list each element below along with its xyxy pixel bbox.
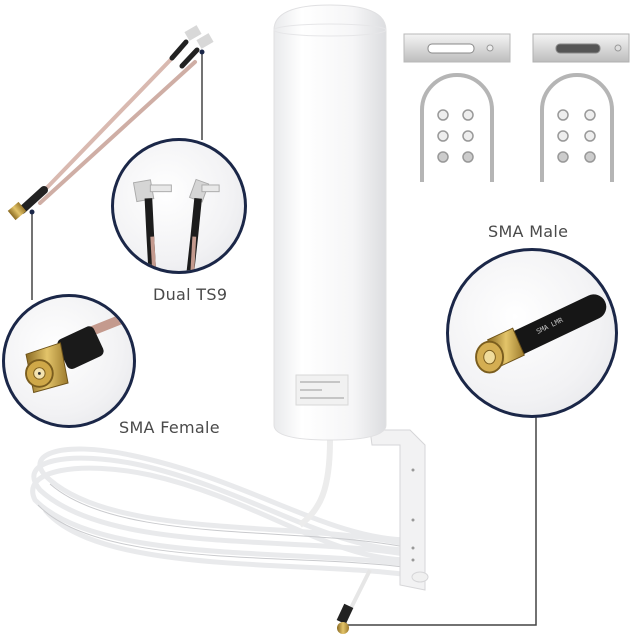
label-dual-ts9: Dual TS9 — [153, 285, 228, 304]
sma-male-connector-icon: SMA LMR — [475, 294, 607, 374]
nuts — [437, 109, 596, 163]
pigtail-cable — [7, 25, 214, 221]
coiled-cable-shadow — [37, 483, 411, 569]
mounting-bracket — [369, 429, 429, 591]
antenna — [273, 4, 387, 441]
coiled-cable — [30, 446, 411, 578]
ts9-connectors-icon — [132, 178, 220, 271]
callout-dual-ts9 — [111, 138, 247, 274]
callout-sma-male: SMA LMR — [446, 248, 618, 418]
sma-female-connector-icon — [25, 311, 131, 394]
leader-lines — [31, 52, 537, 626]
callout-sma-female — [2, 294, 136, 428]
mounting-plates — [403, 33, 630, 63]
u-bolts — [420, 73, 614, 182]
label-sma-male: SMA Male — [488, 222, 569, 241]
label-sma-female: SMA Female — [119, 418, 220, 437]
